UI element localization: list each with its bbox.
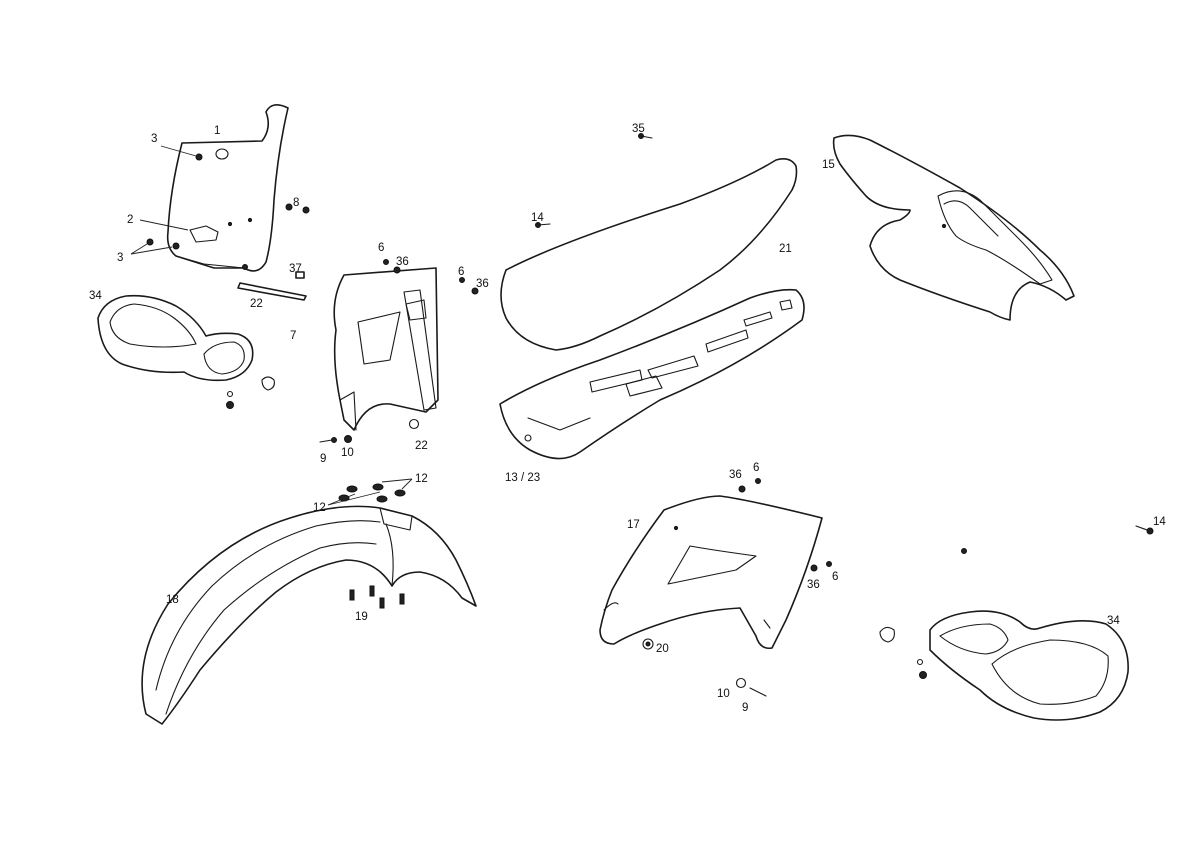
callout-10: 10 — [341, 447, 354, 459]
callout-36: 36 — [396, 256, 409, 268]
callout-36: 36 — [476, 278, 489, 290]
callout-9: 9 — [742, 702, 748, 714]
callout-12: 12 — [415, 473, 428, 485]
callout-22: 22 — [415, 440, 428, 452]
callout-17: 17 — [627, 519, 640, 531]
number-plate-part-1 — [166, 104, 289, 272]
hand-guard-right-part-34 — [879, 610, 1129, 721]
callout-13-23: 13 / 23 — [505, 472, 540, 484]
callout-6: 6 — [832, 571, 838, 583]
fasteners-plate — [146, 153, 310, 279]
callout-9: 9 — [320, 453, 326, 465]
front-fender-part-18 — [141, 505, 477, 725]
side-panel-part-7 — [319, 259, 439, 443]
callout-20: 20 — [656, 643, 669, 655]
callout-14: 14 — [1153, 516, 1166, 528]
callout-12: 12 — [313, 502, 326, 514]
callout-7: 7 — [290, 330, 296, 342]
hand-guard-left-part-34 — [97, 294, 275, 409]
rear-panel-part-15 — [832, 134, 1075, 321]
callout-3: 3 — [151, 133, 157, 145]
callout-22: 22 — [250, 298, 263, 310]
callout-6: 6 — [458, 266, 464, 278]
seat-part-21 — [500, 158, 798, 351]
callout-19: 19 — [355, 611, 368, 623]
callout-15: 15 — [822, 159, 835, 171]
callout-6: 6 — [378, 242, 384, 254]
callout-34: 34 — [1107, 615, 1120, 627]
fasteners-mid — [459, 133, 653, 295]
side-panel-part-17 — [599, 495, 823, 650]
callout-14: 14 — [531, 212, 544, 224]
callout-18: 18 — [166, 594, 179, 606]
callout-3: 3 — [117, 252, 123, 264]
callout-10: 10 — [717, 688, 730, 700]
fasteners-right — [642, 478, 1154, 697]
callout-1: 1 — [214, 125, 220, 137]
callout-6: 6 — [753, 462, 759, 474]
callout-35: 35 — [632, 123, 645, 135]
callout-21: 21 — [779, 243, 792, 255]
fasteners-fender — [338, 483, 406, 609]
callout-36: 36 — [729, 469, 742, 481]
strap-part-22 — [237, 282, 307, 301]
callout-36: 36 — [807, 579, 820, 591]
callout-labels: 1 3 2 3 8 37 22 34 7 6 36 9 10 22 6 36 3… — [89, 123, 1166, 714]
callout-34: 34 — [89, 290, 102, 302]
callout-8: 8 — [293, 197, 299, 209]
callout-37: 37 — [289, 263, 302, 275]
seat-base-part-13-23 — [499, 288, 805, 460]
callout-2: 2 — [127, 214, 133, 226]
